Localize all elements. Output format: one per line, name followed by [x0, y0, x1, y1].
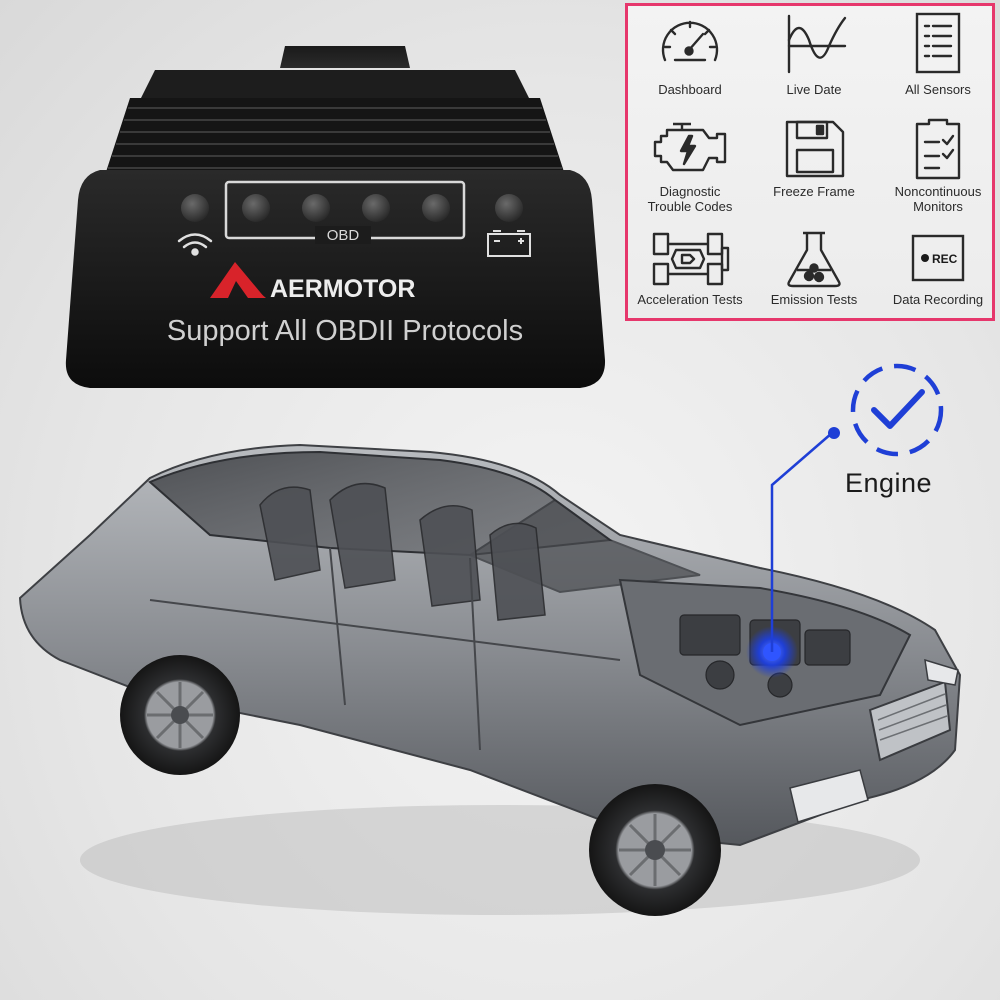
- front-wheel: [589, 784, 721, 916]
- feature-noncontinuous-monitors: Noncontinuous Monitors: [876, 118, 1000, 214]
- waveform-icon: [787, 14, 847, 74]
- feature-diagnostic-trouble-codes: Diagnostic Trouble Codes: [628, 118, 752, 214]
- feature-panel: Dashboard Live Date All Sensors Diagnost…: [625, 3, 995, 321]
- feature-label: Dashboard: [658, 82, 722, 97]
- feature-label: Emission Tests: [770, 292, 858, 307]
- feature-label: Acceleration Tests: [637, 292, 743, 307]
- feature-freeze-frame: Freeze Frame: [752, 118, 876, 199]
- checklist-clipboard-icon: [915, 118, 961, 180]
- floppy-disk-icon: [785, 120, 845, 178]
- feature-acceleration-tests: Acceleration Tests: [628, 230, 752, 307]
- feature-label: Live Date: [786, 82, 842, 97]
- engine-callout-label: Engine: [845, 468, 933, 498]
- rear-wheel: [120, 655, 240, 775]
- flask-icon: [787, 231, 841, 288]
- feature-dashboard: Dashboard: [628, 10, 752, 97]
- battery-icon: [487, 230, 531, 257]
- feature-emission-tests: Emission Tests: [752, 230, 876, 307]
- check-circle-icon: [850, 363, 944, 457]
- feature-live-data: Live Date: [752, 10, 876, 97]
- feature-data-recording: REC Data Recording: [876, 230, 1000, 307]
- engine-icon: [653, 122, 727, 172]
- brand-name: AERMOTOR: [270, 275, 415, 303]
- speedometer-icon: [661, 20, 719, 62]
- feature-label: Diagnostic Trouble Codes: [647, 184, 733, 214]
- feature-label: All Sensors: [905, 82, 971, 97]
- svg-text:REC: REC: [932, 252, 958, 266]
- race-car-icon: [652, 232, 730, 286]
- feature-all-sensors: All Sensors: [876, 10, 1000, 97]
- rec-icon: REC: [911, 234, 965, 282]
- transparent-car-illustration: [18, 363, 962, 916]
- obd-label: OBD: [327, 227, 360, 244]
- feature-label: Freeze Frame: [773, 184, 855, 199]
- callout-line: [770, 432, 833, 652]
- list-document-icon: [915, 12, 961, 74]
- feature-label: Data Recording: [892, 292, 984, 307]
- wifi-icon: [177, 233, 213, 256]
- device-tagline: Support All OBDII Protocols: [167, 315, 523, 347]
- obd-adapter-device: OBD AERMOTOR Support All OBDII Protocols: [65, 46, 606, 388]
- aermotor-logo-icon: [210, 262, 266, 298]
- feature-label: Noncontinuous Monitors: [894, 184, 982, 214]
